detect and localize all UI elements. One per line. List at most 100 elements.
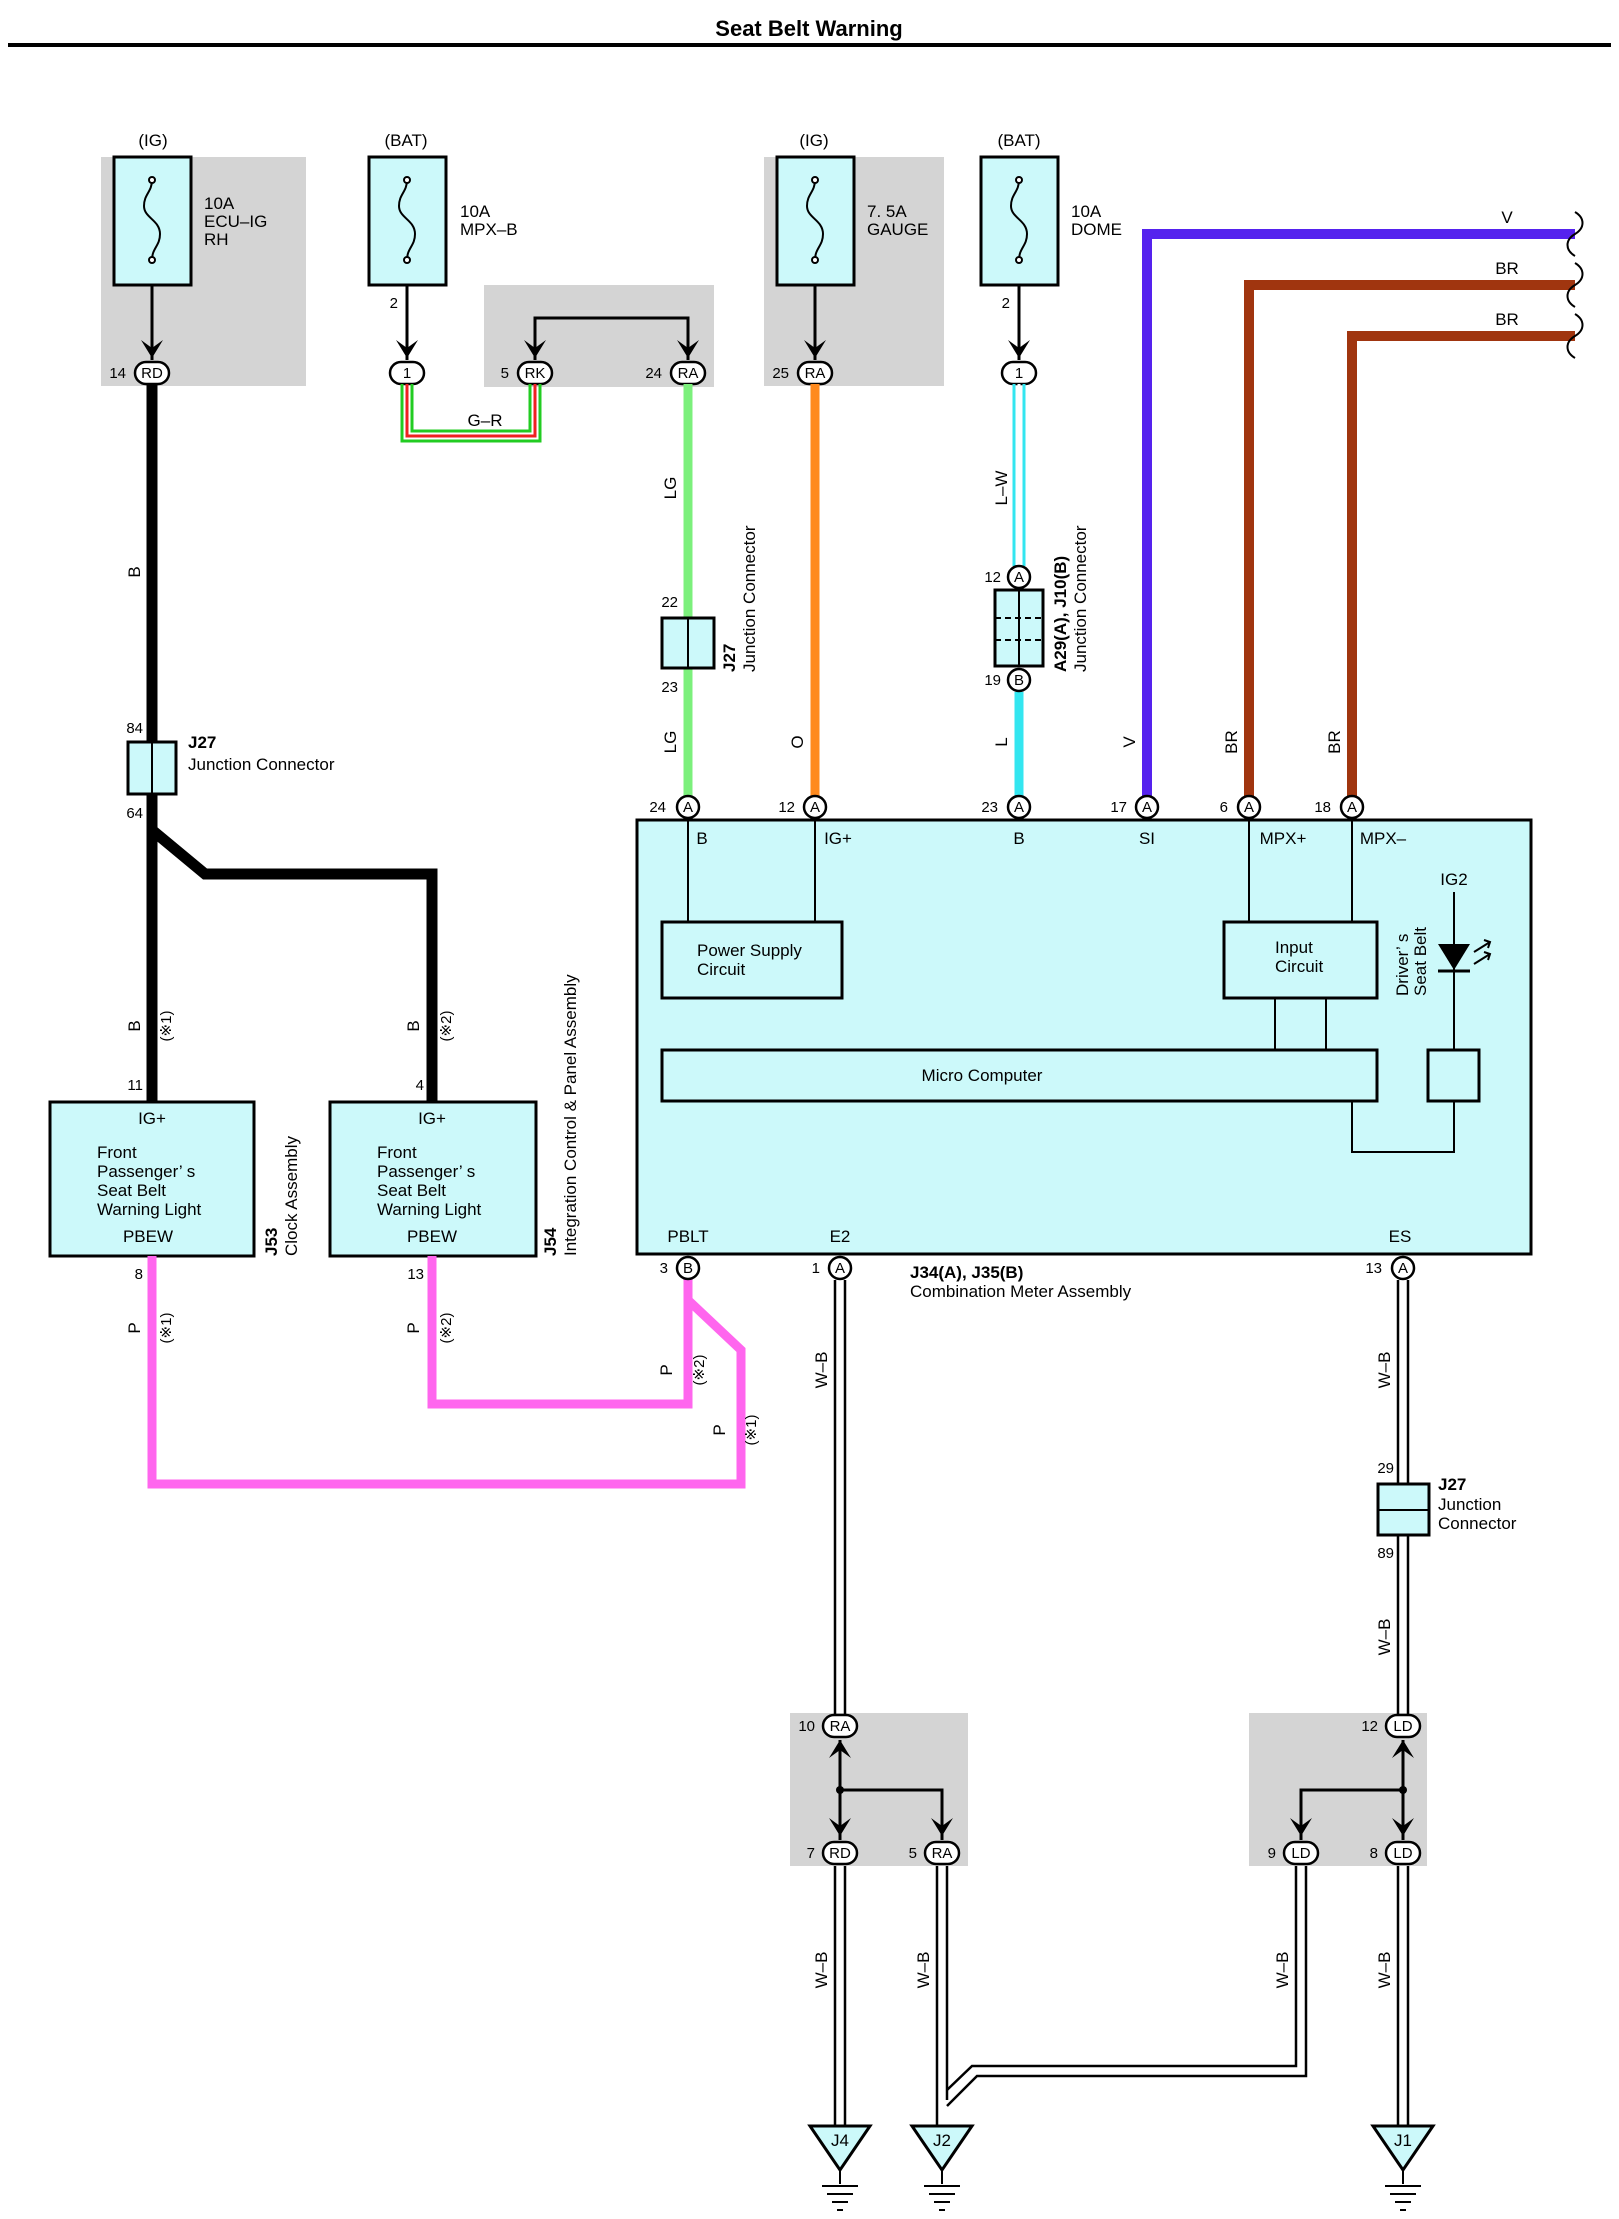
power-supply-circuit: Power Supply Circuit: [660, 920, 844, 1000]
wire-label: B: [125, 566, 144, 577]
pin-number: 5: [909, 1845, 917, 1862]
wire-label: O: [788, 735, 807, 748]
connector-code: RD: [141, 365, 163, 382]
ground-j1: J1: [1370, 2124, 1436, 2211]
arrow-icon: [829, 1818, 851, 1836]
pin-number: 4: [416, 1077, 424, 1094]
wire-label: W–B: [1375, 1619, 1394, 1656]
wire-w-b-es: W–B W–B: [1375, 1280, 1410, 1714]
note-label: (※2): [438, 1313, 455, 1344]
pin-label: PBEW: [407, 1227, 457, 1246]
component-text: Seat Belt: [377, 1181, 446, 1200]
pin-number: 29: [1377, 1460, 1394, 1477]
connector-id: J27: [720, 644, 739, 672]
ground-label: J4: [831, 2131, 849, 2150]
ground-icon: [1385, 2185, 1421, 2211]
note-label: (※2): [691, 1355, 708, 1386]
pin-label: MPX+: [1260, 829, 1307, 848]
connector-j27-lg: 22 23 J27 Junction Connector: [660, 525, 759, 696]
arrow-icon: [1008, 340, 1030, 358]
block-text: Seat Belt: [1411, 927, 1430, 996]
arrow-icon: [396, 340, 418, 358]
pin-number: 24: [649, 799, 666, 816]
fuse-element-icon: [1009, 179, 1029, 261]
fuse-name-2: RH: [204, 230, 229, 249]
fuse-amp: 10A: [204, 194, 235, 213]
wire-label: BR: [1325, 730, 1344, 754]
wire-label: B: [125, 1020, 144, 1031]
pin-number: 84: [126, 720, 143, 737]
note-label: (※1): [158, 1313, 175, 1344]
pin-label: E2: [830, 1227, 851, 1246]
pin-letter: A: [1142, 799, 1152, 816]
pin-number: 2: [1002, 295, 1010, 312]
connector-code: RA: [932, 1845, 953, 1862]
pin-number: 89: [1377, 1545, 1394, 1562]
note-label: (※2): [438, 1011, 455, 1042]
connector-desc: Junction Connector: [740, 525, 759, 672]
ground-j4: J4: [807, 2124, 873, 2211]
connector-a29-j10: A 12 B 19 A29(A), J10(B) Junction Connec…: [984, 525, 1090, 693]
component-desc: Integration Control & Panel Assembly: [561, 974, 580, 1256]
junction-block-top: RK 5 RA 24: [501, 316, 707, 386]
pin-number: 5: [501, 365, 509, 382]
pin-number: 1: [812, 1260, 820, 1277]
ground-icon: [822, 2185, 858, 2211]
arrow-icon: [931, 1818, 953, 1836]
connector-code: RK: [525, 365, 546, 382]
pin-number: 22: [661, 594, 678, 611]
pin-label: B: [1013, 829, 1024, 848]
note-label: (※1): [743, 1415, 760, 1446]
fuse-amp: 10A: [460, 202, 491, 221]
led-icon: [1438, 944, 1470, 970]
arrow-icon: [524, 340, 546, 358]
ground-label: J2: [933, 2131, 951, 2150]
fuse-mpx-b: (BAT) 10A MPX–B 2 1: [367, 131, 518, 386]
component-text: Warning Light: [97, 1200, 202, 1219]
fuse-name: GAUGE: [867, 220, 928, 239]
pin-label: B: [696, 829, 707, 848]
fuse-ecu-ig-rh: (IG) 10A ECU–IG RH RD 14: [109, 131, 267, 386]
wire-p: P (※1) P (※2) P (※2) P (※1): [125, 1256, 760, 1489]
micro-computer: Micro Computer: [660, 1048, 1379, 1103]
pin-label: ES: [1389, 1227, 1412, 1246]
fuse-amp: 10A: [1071, 202, 1102, 221]
pin-number: 8: [135, 1266, 143, 1283]
wire-b-main: B: [125, 384, 158, 742]
wire-label: BR: [1495, 310, 1519, 329]
connector-code: RD: [829, 1845, 851, 1862]
combination-meter-assembly: A 24 B A 12 IG+ A 23 B A 17 SI A 6 MPX+: [635, 794, 1533, 1301]
pin-letter: A: [1014, 569, 1024, 586]
connector-code: LD: [1291, 1845, 1310, 1862]
wire-label: W–B: [812, 1952, 831, 1989]
pin-number: 3: [660, 1260, 668, 1277]
wire-w-b-e2: W–B: [812, 1280, 847, 1714]
block-text: Micro Computer: [922, 1066, 1043, 1085]
wire-label: L–W: [992, 471, 1011, 506]
connector-j27-b: 84 64 J27 Junction Connector: [126, 720, 335, 822]
ground-icon: [924, 2185, 960, 2211]
wire-label: P: [657, 1364, 676, 1375]
arrow-icon: [677, 340, 699, 358]
wire-label: V: [1501, 208, 1513, 227]
component-id: J53: [262, 1228, 281, 1256]
component-text: Passenger’ s: [377, 1162, 475, 1181]
component-text: Front: [377, 1143, 417, 1162]
pin-label: PBEW: [123, 1227, 173, 1246]
block-text: Power Supply: [697, 941, 802, 960]
pin-label: IG+: [138, 1109, 166, 1128]
pin-number: 18: [1314, 799, 1331, 816]
pin-number: 1: [1015, 365, 1023, 382]
pin-number: 13: [1365, 1260, 1382, 1277]
wire-label: LG: [661, 477, 680, 500]
wire-label: W–B: [1375, 1952, 1394, 1989]
fuse-supply-label: (BAT): [384, 131, 427, 150]
meter-pin-1: A 1: [812, 1255, 853, 1281]
pin-letter: A: [810, 799, 820, 816]
fuse-amp: 7. 5A: [867, 202, 907, 221]
connector-desc: Junction Connector: [1071, 525, 1090, 672]
component-text: Warning Light: [377, 1200, 482, 1219]
wire-l-w: L–W L: [992, 384, 1026, 796]
meter-desc: Combination Meter Assembly: [910, 1282, 1132, 1301]
